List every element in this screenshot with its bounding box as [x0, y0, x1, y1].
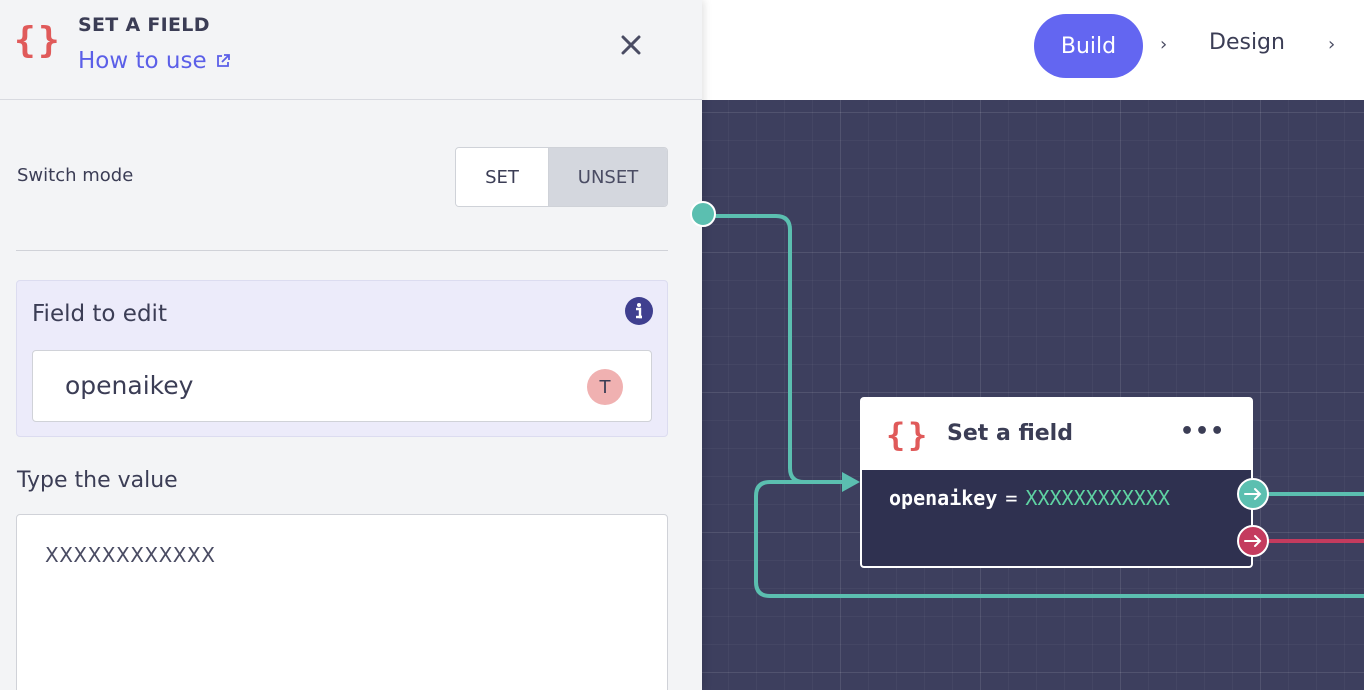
braces-icon: { }: [14, 20, 60, 61]
node-field-name: openaikey: [889, 486, 998, 510]
panel-header: { } SET A FIELD How to use: [0, 0, 702, 100]
workflow-canvas[interactable]: [702, 100, 1364, 690]
how-to-use-label: How to use: [78, 48, 207, 74]
set-mode-button[interactable]: SET: [456, 148, 549, 206]
external-link-icon: [216, 54, 230, 67]
node-menu-icon[interactable]: •••: [1180, 419, 1226, 444]
connector-incoming: [702, 214, 852, 484]
braces-icon: { }: [886, 418, 927, 452]
node-field-value: XXXXXXXXXXXX: [1025, 486, 1170, 510]
arrow-right-icon: [1244, 535, 1262, 547]
set-field-panel: { } SET A FIELD How to use Switch mode S…: [0, 0, 702, 690]
svg-text:}: }: [38, 20, 60, 61]
node-header: { } Set a field •••: [862, 399, 1251, 470]
connector-arrowhead: [842, 472, 860, 492]
mode-switch: SET UNSET: [455, 147, 668, 207]
chevron-right-icon: ›: [1160, 34, 1168, 55]
close-icon[interactable]: [616, 30, 646, 60]
unset-mode-button[interactable]: UNSET: [549, 148, 667, 206]
info-icon[interactable]: [624, 296, 654, 326]
node-equals: =: [1005, 486, 1018, 510]
panel-title: SET A FIELD: [78, 14, 210, 36]
set-field-node[interactable]: { } Set a field ••• openaikey = XXXXXXXXXX…: [860, 397, 1253, 568]
field-type-badge[interactable]: T: [587, 369, 623, 405]
value-text: XXXXXXXXXXXX: [45, 543, 216, 567]
value-textarea[interactable]: XXXXXXXXXXXX: [16, 514, 668, 690]
design-tab-link[interactable]: Design: [1209, 30, 1285, 55]
field-select-input[interactable]: openaikey T: [32, 350, 652, 422]
switch-mode-label: Switch mode: [17, 165, 134, 186]
build-tab-button[interactable]: Build: [1034, 14, 1143, 78]
input-port[interactable]: [690, 201, 716, 227]
connector-loop: [754, 480, 1364, 598]
type-value-label: Type the value: [17, 468, 178, 493]
svg-text:{: {: [14, 20, 36, 61]
node-title: Set a field: [947, 421, 1073, 446]
svg-text:{: {: [886, 418, 905, 452]
field-to-edit-label: Field to edit: [32, 301, 167, 327]
success-port[interactable]: [1237, 478, 1269, 510]
svg-text:}: }: [908, 418, 927, 452]
field-to-edit-section: Field to edit openaikey T: [16, 280, 668, 437]
field-name-value: openaikey: [65, 371, 194, 400]
node-summary: openaikey = XXXXXXXXXXXX: [889, 486, 1170, 510]
chevron-right-icon: ›: [1328, 34, 1336, 55]
top-navigation: Build › Design ›: [702, 0, 1364, 100]
failure-port[interactable]: [1237, 525, 1269, 557]
how-to-use-link[interactable]: How to use: [78, 48, 231, 74]
arrow-right-icon: [1244, 488, 1262, 500]
divider: [16, 250, 668, 251]
connector-lines: [702, 214, 1364, 598]
